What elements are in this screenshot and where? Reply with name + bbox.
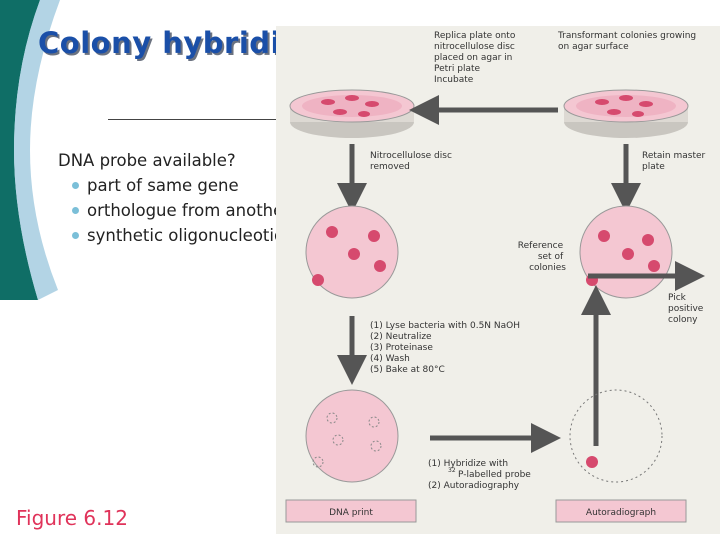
transformant-caption: Transformant colonies growing on agar su…	[557, 31, 699, 52]
title-underline	[108, 119, 280, 120]
colony	[368, 230, 380, 242]
colony	[598, 230, 610, 242]
faint-colony	[370, 440, 382, 452]
bullet-item: part of same gene	[72, 175, 358, 196]
dna-print-label: DNA print	[329, 508, 373, 518]
decorative-shapes	[0, 0, 60, 300]
process-steps: (1) Lyse bacteria with 0.5N NaOH (2) Neu…	[370, 321, 523, 375]
colony	[365, 101, 379, 107]
colony	[348, 248, 360, 260]
positive-signal	[586, 456, 598, 468]
hybridize-caption: (1) Hybridize with 32 P-labelled probe (…	[428, 459, 534, 491]
colony-hybridization-figure: Replica plate onto nitrocellulose disc p…	[276, 26, 720, 534]
colony	[358, 111, 370, 117]
pick-caption: Pick positive colony	[668, 293, 706, 325]
autoradiograph-label-box	[555, 499, 687, 523]
decor-blue-shape	[14, 0, 60, 300]
colony	[622, 248, 634, 260]
colony	[312, 274, 324, 286]
retain-caption: Retain master plate	[642, 151, 708, 172]
figure-label: Figure 6.12	[16, 506, 128, 530]
colony	[326, 226, 338, 238]
replica-caption: Replica plate onto nitrocellulose disc p…	[434, 31, 518, 85]
decor-teal-shape	[0, 0, 40, 300]
colony	[374, 260, 386, 272]
colony	[648, 260, 660, 272]
faint-colony	[326, 412, 338, 424]
master-plate-top	[563, 89, 689, 138]
faint-colony	[332, 434, 344, 446]
colony	[321, 99, 335, 105]
colony	[333, 109, 347, 115]
bullet-lead: DNA probe available?	[58, 151, 236, 170]
faint-colony	[368, 416, 380, 428]
faint-colony	[312, 456, 324, 468]
colony	[595, 99, 609, 105]
colony	[345, 95, 359, 101]
master-plate-reference	[579, 205, 673, 299]
dna-print-label-box	[285, 499, 417, 523]
reference-caption: Reference set of colonies	[518, 241, 567, 273]
disc-removed-caption: Nitrocellulose disc removed	[370, 151, 455, 172]
nitrocellulose-disc	[305, 205, 399, 299]
colony	[642, 234, 654, 246]
bullet-item: synthetic oligonucleotide	[72, 225, 358, 246]
dna-print-disc	[305, 389, 399, 483]
autoradiograph-label: Autoradiograph	[586, 508, 656, 518]
colony	[619, 95, 633, 101]
colony	[632, 111, 644, 117]
colony	[607, 109, 621, 115]
autoradiograph-disc	[569, 389, 663, 483]
colony	[639, 101, 653, 107]
replica-plate	[289, 89, 415, 138]
